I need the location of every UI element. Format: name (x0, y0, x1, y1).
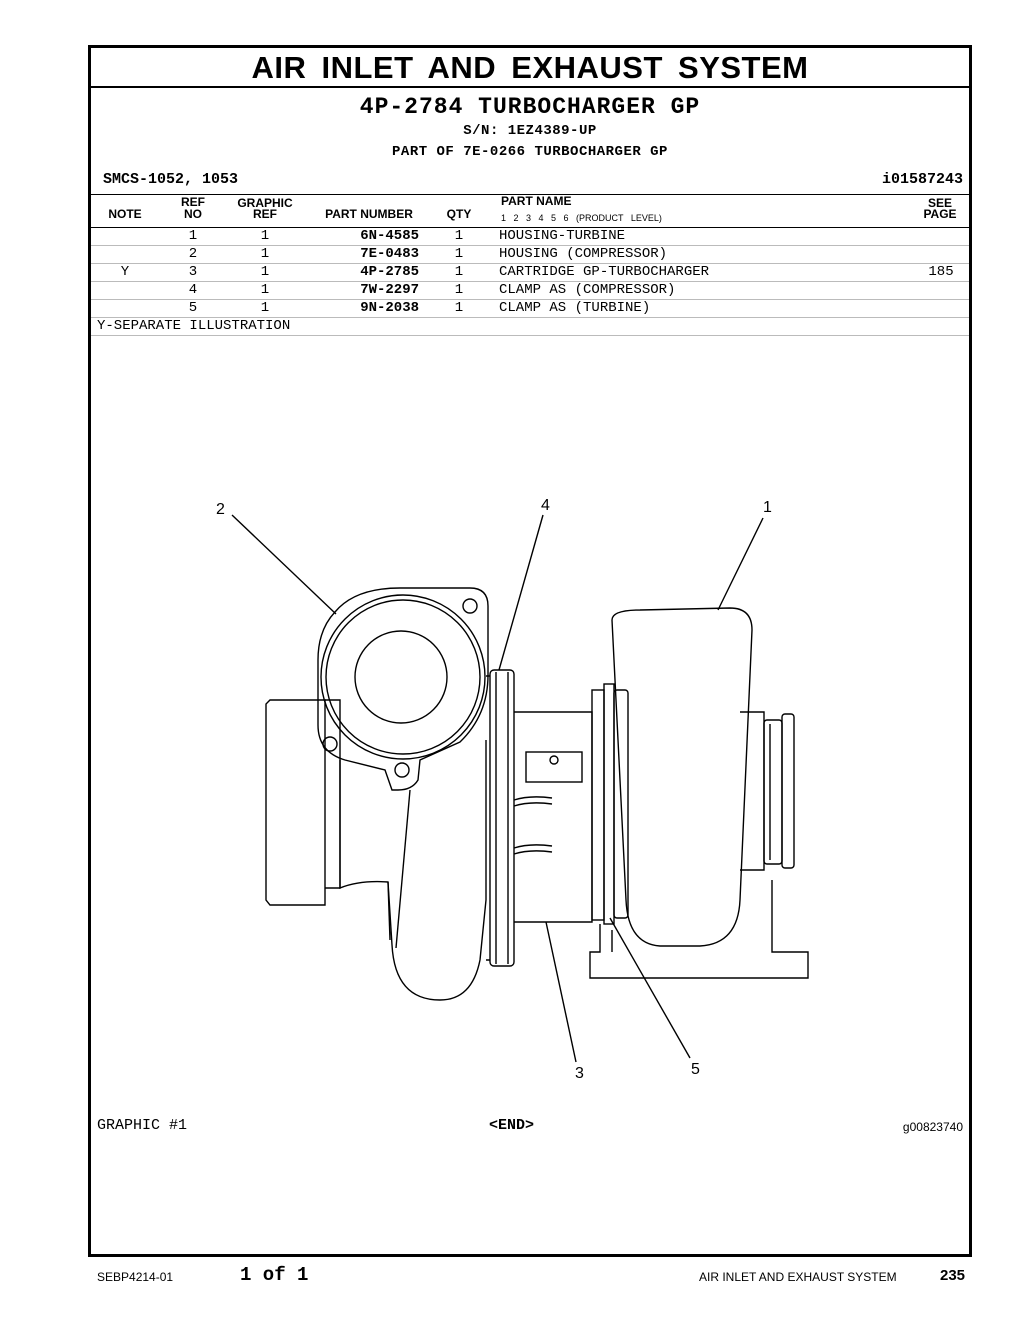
turbine-mount-base (589, 880, 809, 979)
callout-label-5: 5 (691, 1061, 700, 1078)
cartridge-port-hole-icon (549, 755, 559, 765)
col-see-page-top: SEE (927, 196, 952, 210)
footer-doc-number: SEBP4214-01 (97, 1270, 174, 1284)
row-part-name: CLAMP AS (TURBINE) (499, 300, 651, 316)
cartridge-oil-line (513, 844, 553, 855)
compressor-volute (339, 740, 487, 1001)
row-qty: 1 (454, 246, 464, 262)
col-part-name: PART NAME (501, 194, 572, 208)
row-ref: 3 (188, 264, 198, 280)
row-qty: 1 (454, 282, 464, 298)
callout-label-1: 1 (763, 499, 772, 516)
row-part-number: 4P-2785 (360, 264, 419, 280)
callout-label-3: 3 (575, 1065, 584, 1082)
table-row: 4 1 7W-2297 1 CLAMP AS (COMPRESSOR) (91, 281, 969, 300)
row-part-name: HOUSING (COMPRESSOR) (499, 246, 668, 262)
smcs-codes: SMCS-1052, 1053 (103, 171, 239, 188)
page-frame: AIR INLET AND EXHAUST SYSTEM 4P-2784 TUR… (88, 45, 972, 1257)
compressor-casing-side (325, 699, 341, 889)
table-row: Y 3 1 4P-2785 1 CARTRIDGE GP-TURBOCHARGE… (91, 263, 969, 282)
illustration-id: i01587243 (881, 171, 963, 188)
row-part-name: CLAMP AS (COMPRESSOR) (499, 282, 676, 298)
row-part-number: 6N-4585 (360, 228, 419, 244)
row-graphic-ref: 1 (260, 264, 270, 280)
table-row: 5 1 9N-2038 1 CLAMP AS (TURBINE) (91, 299, 969, 318)
compressor-inlet-bore (354, 630, 448, 724)
cartridge-housing (514, 711, 593, 923)
part-of: PART OF 7E-0266 TURBOCHARGER GP (392, 144, 668, 160)
callout-leader-5 (609, 917, 691, 1059)
row-ref: 1 (188, 228, 198, 244)
turbine-outlet (740, 711, 765, 871)
row-see-page: 185 (928, 264, 954, 280)
table-header: NOTE REF NO GRAPHIC REF PART NUMBER QTY … (91, 194, 969, 228)
compressor-inlet-outer (320, 594, 486, 760)
callout-label-4: 4 (541, 497, 550, 514)
bolt-hole-icon (462, 598, 478, 614)
col-ref-no-bottom: NO (184, 207, 202, 221)
cartridge-oil-port (525, 751, 583, 783)
cartridge-oil-line (513, 796, 553, 807)
row-ref: 4 (188, 282, 198, 298)
bolt-hole-icon (394, 762, 410, 778)
turbocharger-illustration: 2 4 1 3 5 (216, 497, 809, 1082)
compressor-casing-block (265, 699, 326, 906)
serial-number: S/N: 1EZ4389-UP (463, 123, 597, 139)
row-qty: 1 (454, 228, 464, 244)
row-part-name: CARTRIDGE GP-TURBOCHARGER (499, 264, 710, 280)
col-graphic-ref-bottom: REF (253, 207, 277, 221)
graphic-label: GRAPHIC #1 (97, 1117, 188, 1134)
row-qty: 1 (454, 264, 464, 280)
turbine-housing (611, 607, 753, 947)
divider (91, 335, 969, 336)
row-qty: 1 (454, 300, 464, 316)
turbine-clamp-ring (603, 683, 615, 925)
table-footnote: Y-SEPARATE ILLUSTRATION (97, 318, 291, 334)
footer-page-of: 1 of 1 (240, 1264, 309, 1286)
callout-leader-3 (545, 921, 577, 1063)
col-ref-no-top: REF (181, 195, 205, 209)
callout-leader-4 (498, 514, 544, 671)
col-part-number: PART NUMBER (325, 207, 413, 221)
row-graphic-ref: 1 (260, 246, 270, 262)
row-part-name: HOUSING-TURBINE (499, 228, 626, 244)
row-note: Y (120, 264, 130, 280)
col-product-levels: 1 2 3 4 5 6 (PRODUCT LEVEL) (501, 213, 662, 223)
footer-page-number: 235 (940, 1267, 966, 1284)
row-part-number: 9N-2038 (360, 300, 419, 316)
end-marker: <END> (489, 1117, 535, 1134)
row-part-number: 7E-0483 (360, 246, 419, 262)
compressor-volute-line (387, 881, 391, 941)
row-ref: 2 (188, 246, 198, 262)
turbine-clamp-ring (591, 689, 605, 921)
row-ref: 5 (188, 300, 198, 316)
clamp-edge (486, 675, 490, 961)
footer-section: AIR INLET AND EXHAUST SYSTEM (699, 1270, 897, 1284)
callout-leader-2 (231, 514, 337, 615)
bolt-hole-icon (322, 736, 338, 752)
graphic-id: g00823740 (902, 1120, 963, 1134)
compressor-housing-flange (317, 587, 489, 791)
callout-label-2: 2 (216, 501, 225, 518)
table-row: 2 1 7E-0483 1 HOUSING (COMPRESSOR) (91, 245, 969, 264)
col-note: NOTE (108, 207, 142, 221)
compressor-inlet-ring (325, 599, 481, 755)
section-title: AIR INLET AND EXHAUST SYSTEM (91, 48, 969, 88)
turbine-outlet-flange-lip (781, 713, 795, 869)
table-row: 1 1 6N-4585 1 HOUSING-TURBINE (91, 227, 969, 246)
group-title: 4P-2784 TURBOCHARGER GP (359, 94, 701, 120)
col-see-page-bottom: PAGE (923, 207, 957, 221)
col-qty: QTY (446, 207, 472, 221)
row-graphic-ref: 1 (260, 300, 270, 316)
callout-leader-1 (717, 517, 764, 611)
turbine-clamp (613, 689, 629, 919)
row-graphic-ref: 1 (260, 282, 270, 298)
compressor-clamp (489, 669, 515, 967)
row-graphic-ref: 1 (260, 228, 270, 244)
col-graphic-ref-top: GRAPHIC (237, 196, 293, 210)
turbine-outlet-flange (763, 719, 783, 865)
compressor-volute-edge (395, 789, 411, 949)
row-part-number: 7W-2297 (360, 282, 419, 298)
